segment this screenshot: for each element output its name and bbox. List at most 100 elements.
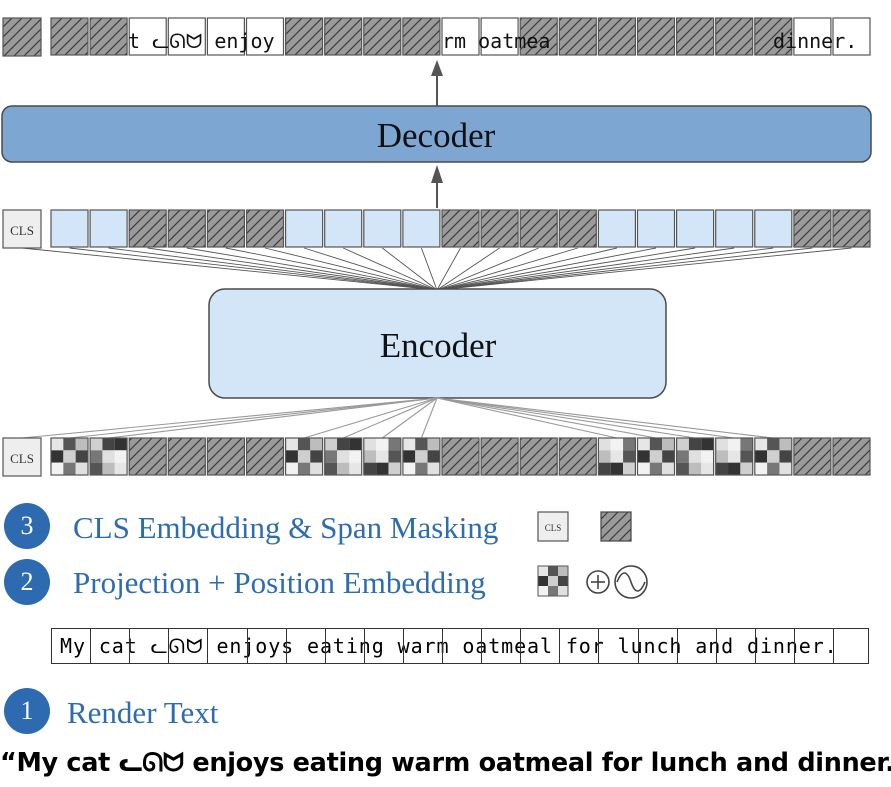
masked-input-patch	[206, 437, 245, 476]
connection-line	[21, 247, 438, 291]
connection-line	[436, 397, 657, 439]
masked-output-patch	[597, 17, 637, 56]
masked-latent-patch	[167, 209, 206, 248]
connection-line	[303, 247, 438, 291]
cls-token-input	[2, 437, 42, 477]
cls-token-output-label: CLS	[10, 223, 34, 238]
embedded-input-patch	[675, 437, 715, 476]
patch-divider	[129, 628, 131, 664]
reconstructed-output-patch	[167, 17, 206, 56]
connection-line	[436, 247, 696, 291]
masked-latent-patch	[793, 209, 832, 248]
latent-patch	[89, 209, 128, 248]
decoder-label: Decoder	[377, 116, 496, 155]
masked-input-patch	[167, 437, 206, 476]
step-1-badge: 1	[4, 688, 50, 734]
plus-icon	[586, 570, 610, 594]
decoder-block	[1, 105, 872, 163]
patch-divider	[598, 628, 600, 664]
patch-divider	[833, 628, 834, 664]
encoder-output-connections	[21, 247, 852, 291]
step-3-badge: 3	[4, 503, 50, 549]
patch-divider	[246, 628, 248, 664]
reconstructed-output-patch	[480, 17, 519, 56]
embedded-input-patch	[636, 437, 676, 476]
connection-line	[69, 397, 438, 439]
patch-divider	[168, 628, 170, 664]
masked-output-patch	[675, 17, 715, 56]
masked-latent-patch	[832, 209, 871, 248]
masked-latent-patch	[245, 209, 285, 248]
patch-divider	[520, 628, 522, 664]
connection-line	[382, 247, 438, 291]
patch-divider	[402, 628, 404, 664]
masked-latent-patch	[519, 209, 558, 248]
connection-line	[436, 247, 461, 291]
masked-output-patch	[519, 17, 558, 56]
embedded-input-patch	[754, 437, 793, 476]
step-2-badge: 2	[4, 559, 50, 605]
masked-input-patch	[558, 437, 597, 476]
embedded-input-patch	[402, 437, 441, 476]
masked-output-patch	[402, 17, 441, 56]
output-cls-slot	[2, 17, 42, 57]
embedded-input-patch	[285, 437, 324, 476]
masked-output-patch	[754, 17, 793, 56]
masked-input-patch	[128, 437, 167, 476]
patch-divider	[715, 628, 717, 664]
masked-latent-patch	[441, 209, 480, 248]
connection-line	[108, 247, 438, 291]
reconstructed-output-patch	[245, 17, 285, 56]
patch-divider	[754, 628, 756, 664]
patch-divider	[442, 628, 443, 664]
connection-line	[436, 247, 774, 291]
connection-line	[436, 247, 618, 291]
patch-divider	[324, 628, 326, 664]
rendered-text-strip: My cat ᓚᘏᗢ enjoys eating warm oatmeal fo…	[51, 628, 869, 664]
connection-line	[108, 397, 438, 439]
output-text-3: dinner.	[773, 29, 857, 53]
decoder-output-row	[2, 17, 871, 57]
embedded-input-patch	[363, 437, 402, 476]
patch-divider	[90, 628, 92, 664]
masked-output-patch	[715, 17, 754, 56]
latent-patch	[402, 209, 441, 248]
connection-line	[381, 397, 438, 439]
masked-output-patch	[285, 17, 324, 56]
step-3-label: CLS Embedding & Span Masking	[73, 510, 499, 545]
cls-icon	[537, 511, 569, 542]
masked-output-patch	[324, 17, 363, 56]
output-text-2: rm oatmea	[442, 29, 550, 53]
patch-divider	[559, 628, 561, 664]
cls-legend-label: CLS	[545, 523, 562, 533]
masked-input-patch	[793, 437, 832, 476]
reconstructed-output-patch	[128, 17, 167, 56]
connection-line	[420, 247, 438, 291]
reconstructed-output-patch	[206, 17, 245, 56]
masked-output-patch	[50, 17, 89, 56]
masked-input-patch	[480, 437, 519, 476]
embedded-input-patch	[715, 437, 754, 476]
connection-line	[264, 247, 438, 291]
masked-input-patch	[519, 437, 558, 476]
masked-latent-patch	[558, 209, 597, 248]
patch-divider	[481, 628, 483, 664]
latent-patch	[715, 209, 754, 248]
connection-line	[147, 247, 438, 291]
mask-hatch-icon	[600, 511, 632, 542]
connection-line	[21, 397, 438, 439]
connection-line	[225, 247, 438, 291]
masked-output-patch	[363, 17, 402, 56]
cls-token-input-label: CLS	[10, 451, 34, 466]
connection-line	[303, 397, 438, 439]
projection-checker-icon	[537, 565, 569, 597]
masked-input-patch	[441, 437, 480, 476]
connection-line	[436, 397, 735, 439]
connection-line	[420, 397, 438, 439]
embedded-input-patch	[50, 437, 89, 476]
latent-patch	[754, 209, 793, 248]
masked-latent-patch	[128, 209, 167, 248]
masked-output-patch	[558, 17, 597, 56]
encoder-input-connections	[21, 397, 774, 439]
